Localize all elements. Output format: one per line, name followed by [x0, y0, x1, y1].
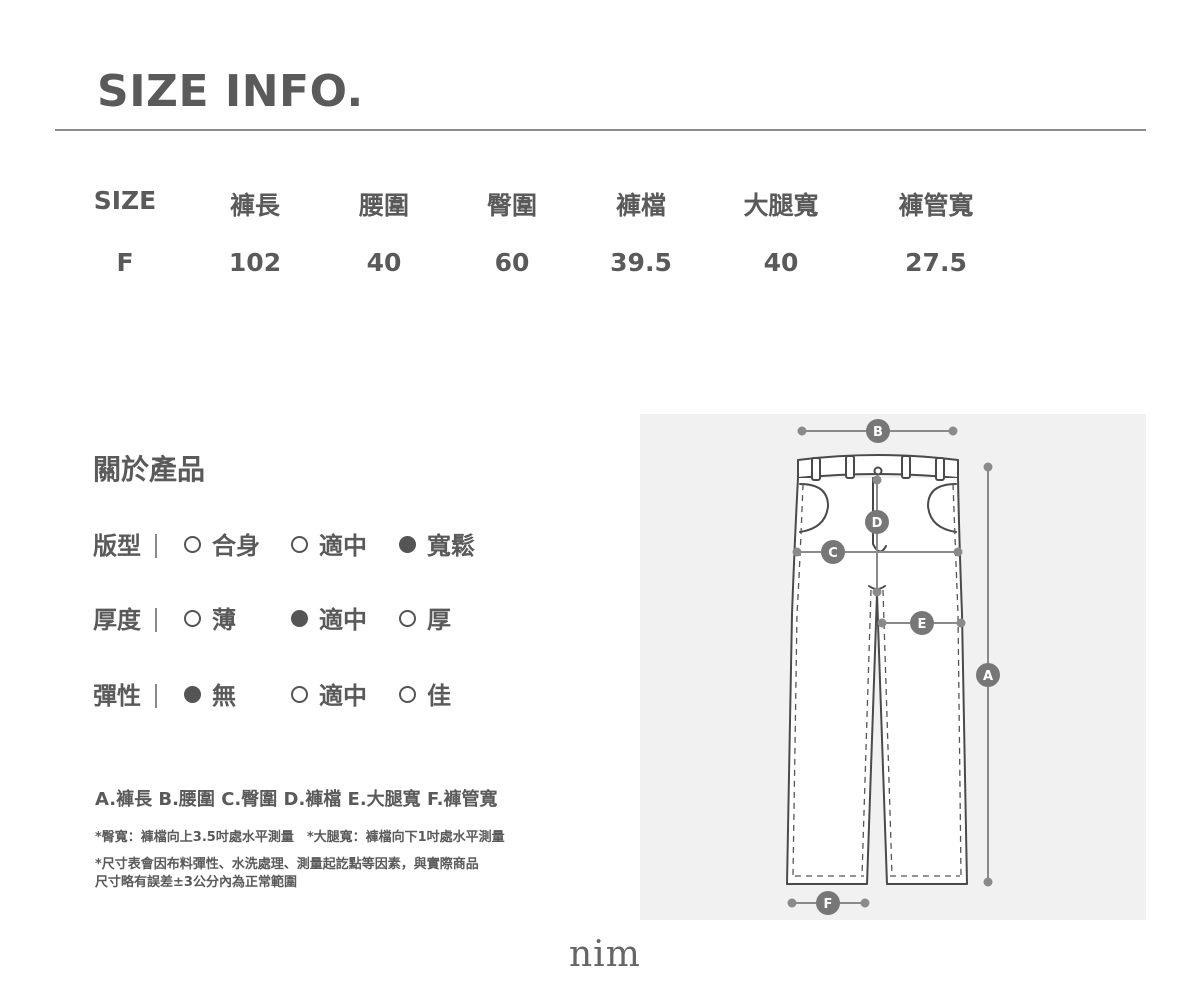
measurement-legend: A.褲長 B.腰圍 C.臀圍 D.褲檔 E.大腿寬 F.褲管寬: [95, 789, 498, 810]
option-label: 厚: [427, 606, 451, 634]
option-label: 薄: [212, 606, 236, 634]
product-heading: 關於產品: [93, 453, 206, 486]
attribute-row-thickness: 厚度 薄 適中 厚: [93, 600, 573, 640]
option-dot: [291, 610, 308, 627]
option-dot: [399, 610, 416, 627]
option-dot: [291, 536, 308, 553]
size-header-hip: 臀圍: [486, 191, 538, 220]
option-label: 適中: [319, 682, 367, 710]
attribute-label: 厚度: [93, 606, 141, 634]
option-label: 無: [212, 682, 236, 710]
disclaimer-note-line1: *尺寸表會因布料彈性、水洗處理、測量起訖點等因素，與實際商品: [95, 857, 479, 872]
attribute-separator: [155, 608, 157, 632]
svg-text:B: B: [873, 425, 883, 440]
option-label: 寬鬆: [427, 532, 475, 560]
attribute-label: 彈性: [93, 682, 141, 710]
attribute-row-fit: 版型 合身 適中 寬鬆: [93, 526, 573, 566]
marker-e: E: [910, 611, 934, 635]
option-dot: [184, 610, 201, 627]
size-value-hip: 60: [494, 248, 530, 277]
page-title: SIZE INFO.: [97, 66, 364, 117]
marker-a: A: [976, 663, 1000, 687]
pants-diagram-panel: B A C D E F: [640, 414, 1146, 920]
svg-text:D: D: [872, 516, 883, 531]
size-value-length: 102: [228, 248, 282, 277]
attribute-row-elasticity: 彈性 無 適中 佳: [93, 676, 573, 716]
option-dot: [291, 686, 308, 703]
size-header-length: 褲長: [229, 191, 281, 220]
pants-outline: [786, 454, 968, 885]
marker-b: B: [866, 419, 890, 443]
measurement-markers: B A C D E F: [816, 419, 1000, 915]
svg-text:C: C: [828, 546, 838, 561]
title-divider: [55, 129, 1146, 131]
size-header-size: SIZE: [93, 186, 157, 215]
size-header-waist: 腰圍: [358, 191, 410, 220]
size-value-rise: 39.5: [610, 248, 672, 277]
size-value-waist: 40: [366, 248, 402, 277]
measurement-note: *臀寬：褲檔向上3.5吋處水平測量 *大腿寬：褲檔向下1吋處水平測量: [95, 830, 505, 845]
svg-text:A: A: [983, 669, 993, 684]
option-label: 適中: [319, 606, 367, 634]
size-header-rise: 褲檔: [615, 191, 667, 220]
option-label: 合身: [212, 532, 260, 560]
option-dot: [399, 536, 416, 553]
size-value-hem: 27.5: [905, 248, 967, 277]
option-dot: [184, 686, 201, 703]
size-value-thigh: 40: [763, 248, 799, 277]
option-dot: [184, 536, 201, 553]
pants-diagram: B A C D E F: [786, 419, 1000, 915]
attribute-separator: [155, 684, 157, 708]
size-value-size: F: [116, 248, 134, 277]
brand-logo: nim: [569, 934, 641, 975]
attribute-label: 版型: [93, 532, 141, 560]
size-header-thigh: 大腿寬: [743, 191, 819, 220]
size-header-hem: 褲管寬: [898, 191, 974, 220]
marker-c: C: [821, 540, 845, 564]
option-label: 佳: [427, 682, 451, 710]
marker-f: F: [816, 891, 840, 915]
size-table: SIZE 褲長 腰圍 臀圍 褲檔 大腿寬 褲管寬 F 102 40 60 39.…: [0, 0, 1200, 300]
stitch-lines: [792, 483, 962, 877]
attribute-separator: [155, 534, 157, 558]
option-label: 適中: [319, 532, 367, 560]
disclaimer-note-line2: 尺寸略有誤差±3公分內為正常範圍: [95, 875, 297, 890]
svg-text:F: F: [824, 897, 833, 912]
svg-text:E: E: [918, 617, 927, 632]
marker-d: D: [865, 510, 889, 534]
option-dot: [399, 686, 416, 703]
